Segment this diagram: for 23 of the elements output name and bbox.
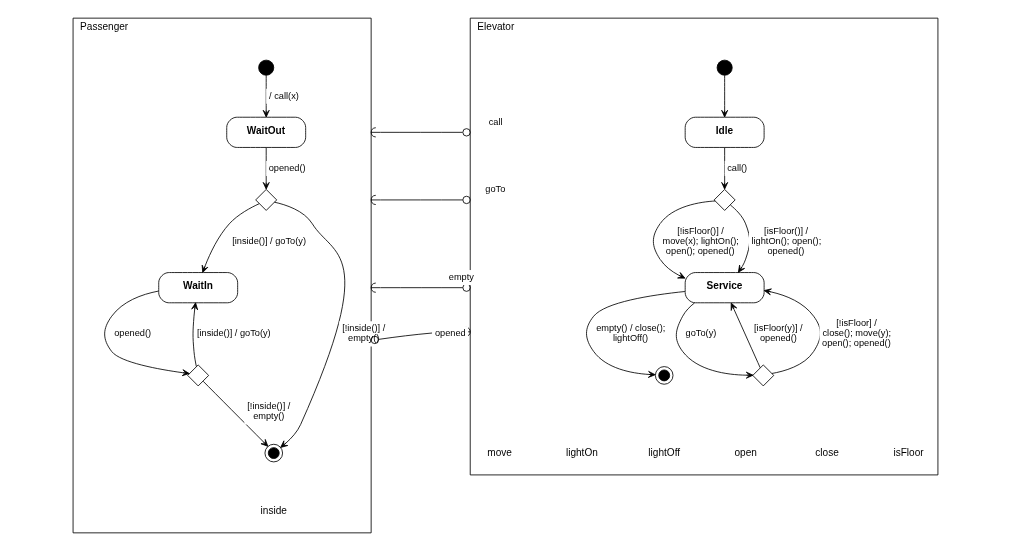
edge-label: [inside()] / goTo(y): [196, 328, 271, 339]
edge-label: [!isFloor()] / move(x); lightOn(); open(); opened(): [662, 225, 739, 256]
node-label: lightOn: [565, 446, 598, 458]
edge-label: [!inside()] / empty(): [246, 401, 290, 422]
edge-label: empty() / close(); lightOff(): [595, 323, 665, 344]
edge-label: opened: [434, 328, 466, 339]
edge-label: goTo: [484, 184, 505, 195]
edge-label: [!isFloor] / close(); move(y); open(); opened(): [821, 318, 891, 349]
edge-label: / call(x): [268, 90, 299, 101]
edge-label: [inside()] / goTo(y): [231, 235, 306, 246]
node-label: lightOff: [647, 446, 680, 458]
edge-label: goTo(y): [685, 328, 716, 339]
edge-label: call: [488, 116, 503, 127]
node-label: close: [814, 446, 839, 458]
edge-label: [isFloor()] / lightOn(); open(); opened(): [751, 225, 821, 256]
edge-label: [isFloor(y)] / opened(): [753, 323, 803, 344]
node-label: inside: [260, 504, 287, 516]
node-label: isFloor: [892, 446, 924, 458]
edge-label: opened(): [268, 162, 306, 173]
node-label: open: [733, 446, 757, 458]
edge-label: call(): [726, 162, 747, 173]
edge-label: opened(): [113, 328, 151, 339]
node-label: move: [486, 446, 512, 458]
